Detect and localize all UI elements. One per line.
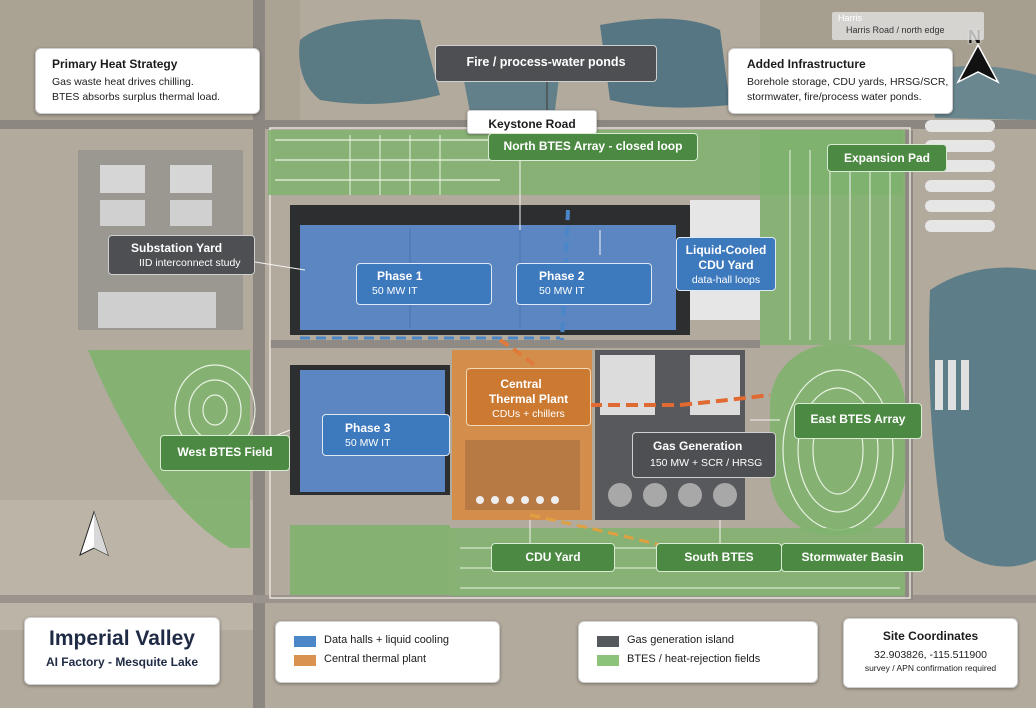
east-btes-array-callout: East BTES Array (794, 403, 922, 439)
phase-1-sub: 50 MW IT (372, 285, 418, 297)
central-thermal-plant-title-2: Thermal Plant (488, 392, 569, 406)
added-infrastructure-box: Added Infrastructure Borehole storage, C… (728, 48, 953, 114)
legend-swatch-gas-island (597, 636, 619, 647)
ponds-callout-text: Fire / process-water ponds (466, 55, 626, 69)
legend-label-gas-island: Gas generation island (627, 634, 735, 646)
primary-heat-strategy-title: Primary Heat Strategy (52, 57, 178, 71)
central-thermal-plant-callout: Central Thermal Plant CDUs + chillers (466, 368, 591, 426)
cdu-yard-liquid-sub: data-hall loops (691, 274, 761, 286)
north-btes-array-text: North BTES Array - closed loop (503, 139, 683, 153)
harris-road-full: Harris Road / north edge (846, 25, 945, 35)
substation-yard-title: Substation Yard (131, 241, 223, 255)
cdu-yard-text: CDU Yard (525, 550, 581, 564)
legend-label-data-halls: Data halls + liquid cooling (324, 634, 450, 646)
phase-1-callout: Phase 1 50 MW IT (356, 263, 492, 305)
gas-generation-callout: Gas Generation 150 MW + SCR / HRSG (632, 432, 776, 478)
legend-swatch-thermal-plant (294, 655, 316, 666)
legend-box-1: Data halls + liquid cooling Central ther… (275, 621, 500, 683)
phase-2-callout: Phase 2 50 MW IT (516, 263, 652, 305)
legend-label-thermal-plant: Central thermal plant (324, 653, 427, 665)
site-coordinates-box: Site Coordinates 32.903826, -115.511900 … (843, 618, 1018, 688)
site-coordinates-value: 32.903826, -115.511900 (874, 649, 987, 661)
added-infrastructure-line-1: Borehole storage, CDU yards, HRSG/SCR, (747, 76, 949, 88)
central-thermal-plant-sub: CDUs + chillers (492, 408, 565, 420)
expansion-pad-callout: Expansion Pad (827, 144, 947, 172)
legend-label-btes-fields: BTES / heat-rejection fields (627, 653, 761, 665)
ponds-callout: Fire / process-water ponds (435, 45, 657, 82)
west-btes-field-text: West BTES Field (177, 445, 273, 459)
harris-road-short: Harris (838, 13, 862, 23)
substation-yard-callout: Substation Yard IID interconnect study (108, 235, 255, 275)
site-title-box: Imperial Valley AI Factory - Mesquite La… (24, 617, 220, 685)
legend-swatch-data-halls (294, 636, 316, 647)
site-subtitle: AI Factory - Mesquite Lake (45, 655, 199, 669)
substation-yard-sub: IID interconnect study (139, 257, 241, 269)
site-coordinates-note: survey / APN confirmation required (864, 663, 997, 673)
south-btes-text: South BTES (684, 550, 754, 564)
west-btes-field-callout: West BTES Field (160, 435, 290, 471)
cdu-yard-callout: CDU Yard (491, 543, 615, 572)
added-infrastructure-title: Added Infrastructure (747, 57, 866, 71)
phase-1-title: Phase 1 (377, 269, 423, 283)
cdu-yard-liquid-title-1: Liquid-Cooled (685, 243, 767, 257)
phase-3-callout: Phase 3 50 MW IT (322, 414, 450, 456)
primary-heat-strategy-box: Primary Heat Strategy Gas waste heat dri… (35, 48, 260, 114)
legend-box-2: Gas generation island BTES / heat-reject… (578, 621, 818, 683)
stormwater-basin-text: Stormwater Basin (801, 550, 904, 564)
primary-heat-strategy-line-2: BTES absorbs surplus thermal load. (52, 91, 221, 103)
site-coordinates-title: Site Coordinates (882, 629, 979, 643)
east-btes-array-text: East BTES Array (810, 412, 906, 426)
harris-road-label: Harris Harris Road / north edge (832, 12, 984, 40)
phase-3-sub: 50 MW IT (345, 437, 391, 449)
keystone-road-label: Keystone Road (467, 110, 597, 134)
north-btes-array-callout: North BTES Array - closed loop (488, 133, 698, 161)
gas-generation-title: Gas Generation (653, 439, 743, 453)
site-title: Imperial Valley (49, 627, 195, 650)
phase-2-title: Phase 2 (539, 269, 585, 283)
legend-swatch-btes-fields (597, 655, 619, 666)
added-infrastructure-line-2: stormwater, fire/process water ponds. (747, 91, 922, 103)
cdu-yard-liquid-title-2: CDU Yard (698, 258, 754, 272)
keystone-road-text: Keystone Road (488, 117, 576, 131)
south-btes-callout: South BTES (656, 543, 782, 572)
gas-generation-sub: 150 MW + SCR / HRSG (650, 457, 763, 469)
phase-2-sub: 50 MW IT (539, 285, 585, 297)
phase-3-title: Phase 3 (345, 421, 391, 435)
primary-heat-strategy-line-1: Gas waste heat drives chilling. (52, 76, 194, 88)
expansion-pad-text: Expansion Pad (843, 151, 931, 165)
cdu-yard-liquid-callout: Liquid-Cooled CDU Yard data-hall loops (676, 237, 776, 291)
stormwater-basin-callout: Stormwater Basin (781, 543, 924, 572)
central-thermal-plant-title-1: Central (500, 377, 542, 391)
